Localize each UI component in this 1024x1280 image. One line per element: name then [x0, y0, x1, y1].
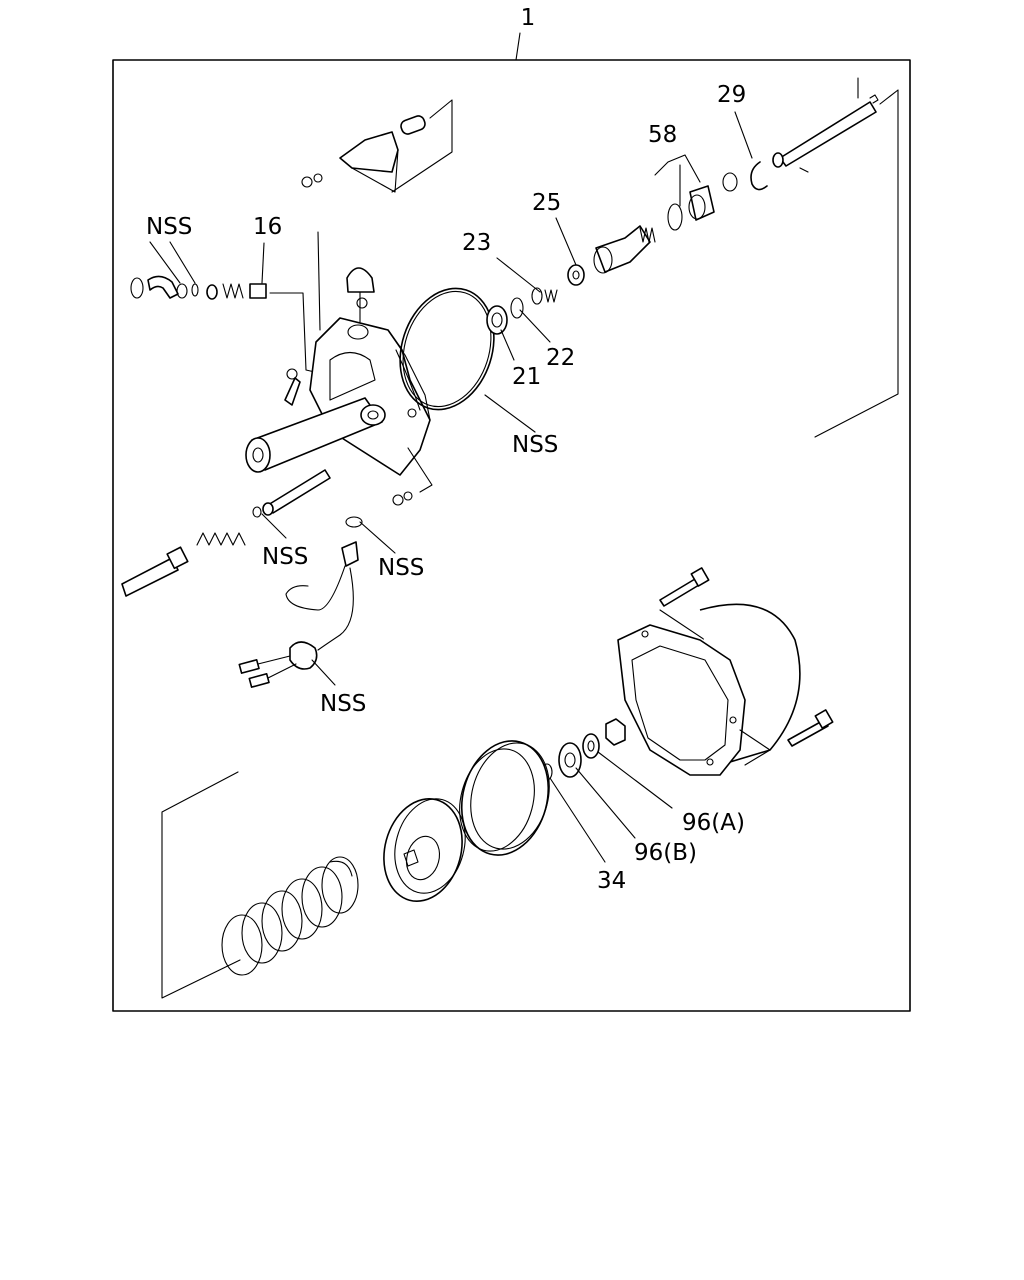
label-assembly-1: 1: [521, 5, 536, 31]
label-nss-top-left: NSS: [146, 214, 192, 240]
label-nss-left-washer: NSS: [262, 544, 308, 570]
label-22: 22: [546, 345, 575, 371]
label-16: 16: [253, 214, 282, 240]
leader-assembly: [515, 32, 521, 61]
chamber-housing: [617, 603, 801, 776]
valve-parts-top-left: [130, 275, 329, 376]
mounting-bracket: [301, 99, 453, 331]
label-nss-oring: NSS: [512, 432, 558, 458]
label-nss-bottom: NSS: [320, 691, 366, 717]
label-29: 29: [717, 82, 746, 108]
label-21: 21: [512, 364, 541, 390]
valve-body: [245, 267, 431, 476]
label-25: 25: [532, 190, 561, 216]
gasket-o-ring: [399, 287, 495, 411]
diaphragm: [459, 740, 550, 856]
callout-leaders: [149, 111, 753, 863]
label-96b: 96(B): [634, 840, 697, 866]
assembly-frame: [112, 59, 911, 1012]
return-spring: [221, 856, 359, 976]
shaft-parts: [486, 77, 899, 438]
push-rod-parts: [121, 447, 433, 597]
nut-and-washers: [541, 718, 626, 781]
label-96a: 96(A): [682, 810, 745, 836]
guide-line-lower: [161, 771, 241, 999]
label-23: 23: [462, 230, 491, 256]
bolt-bottom: [739, 709, 834, 766]
sensor-wire: [238, 516, 363, 688]
label-34: 34: [597, 868, 626, 894]
label-nss-center-washer: NSS: [378, 555, 424, 581]
label-58: 58: [648, 122, 677, 148]
piston-plate: [383, 798, 466, 902]
